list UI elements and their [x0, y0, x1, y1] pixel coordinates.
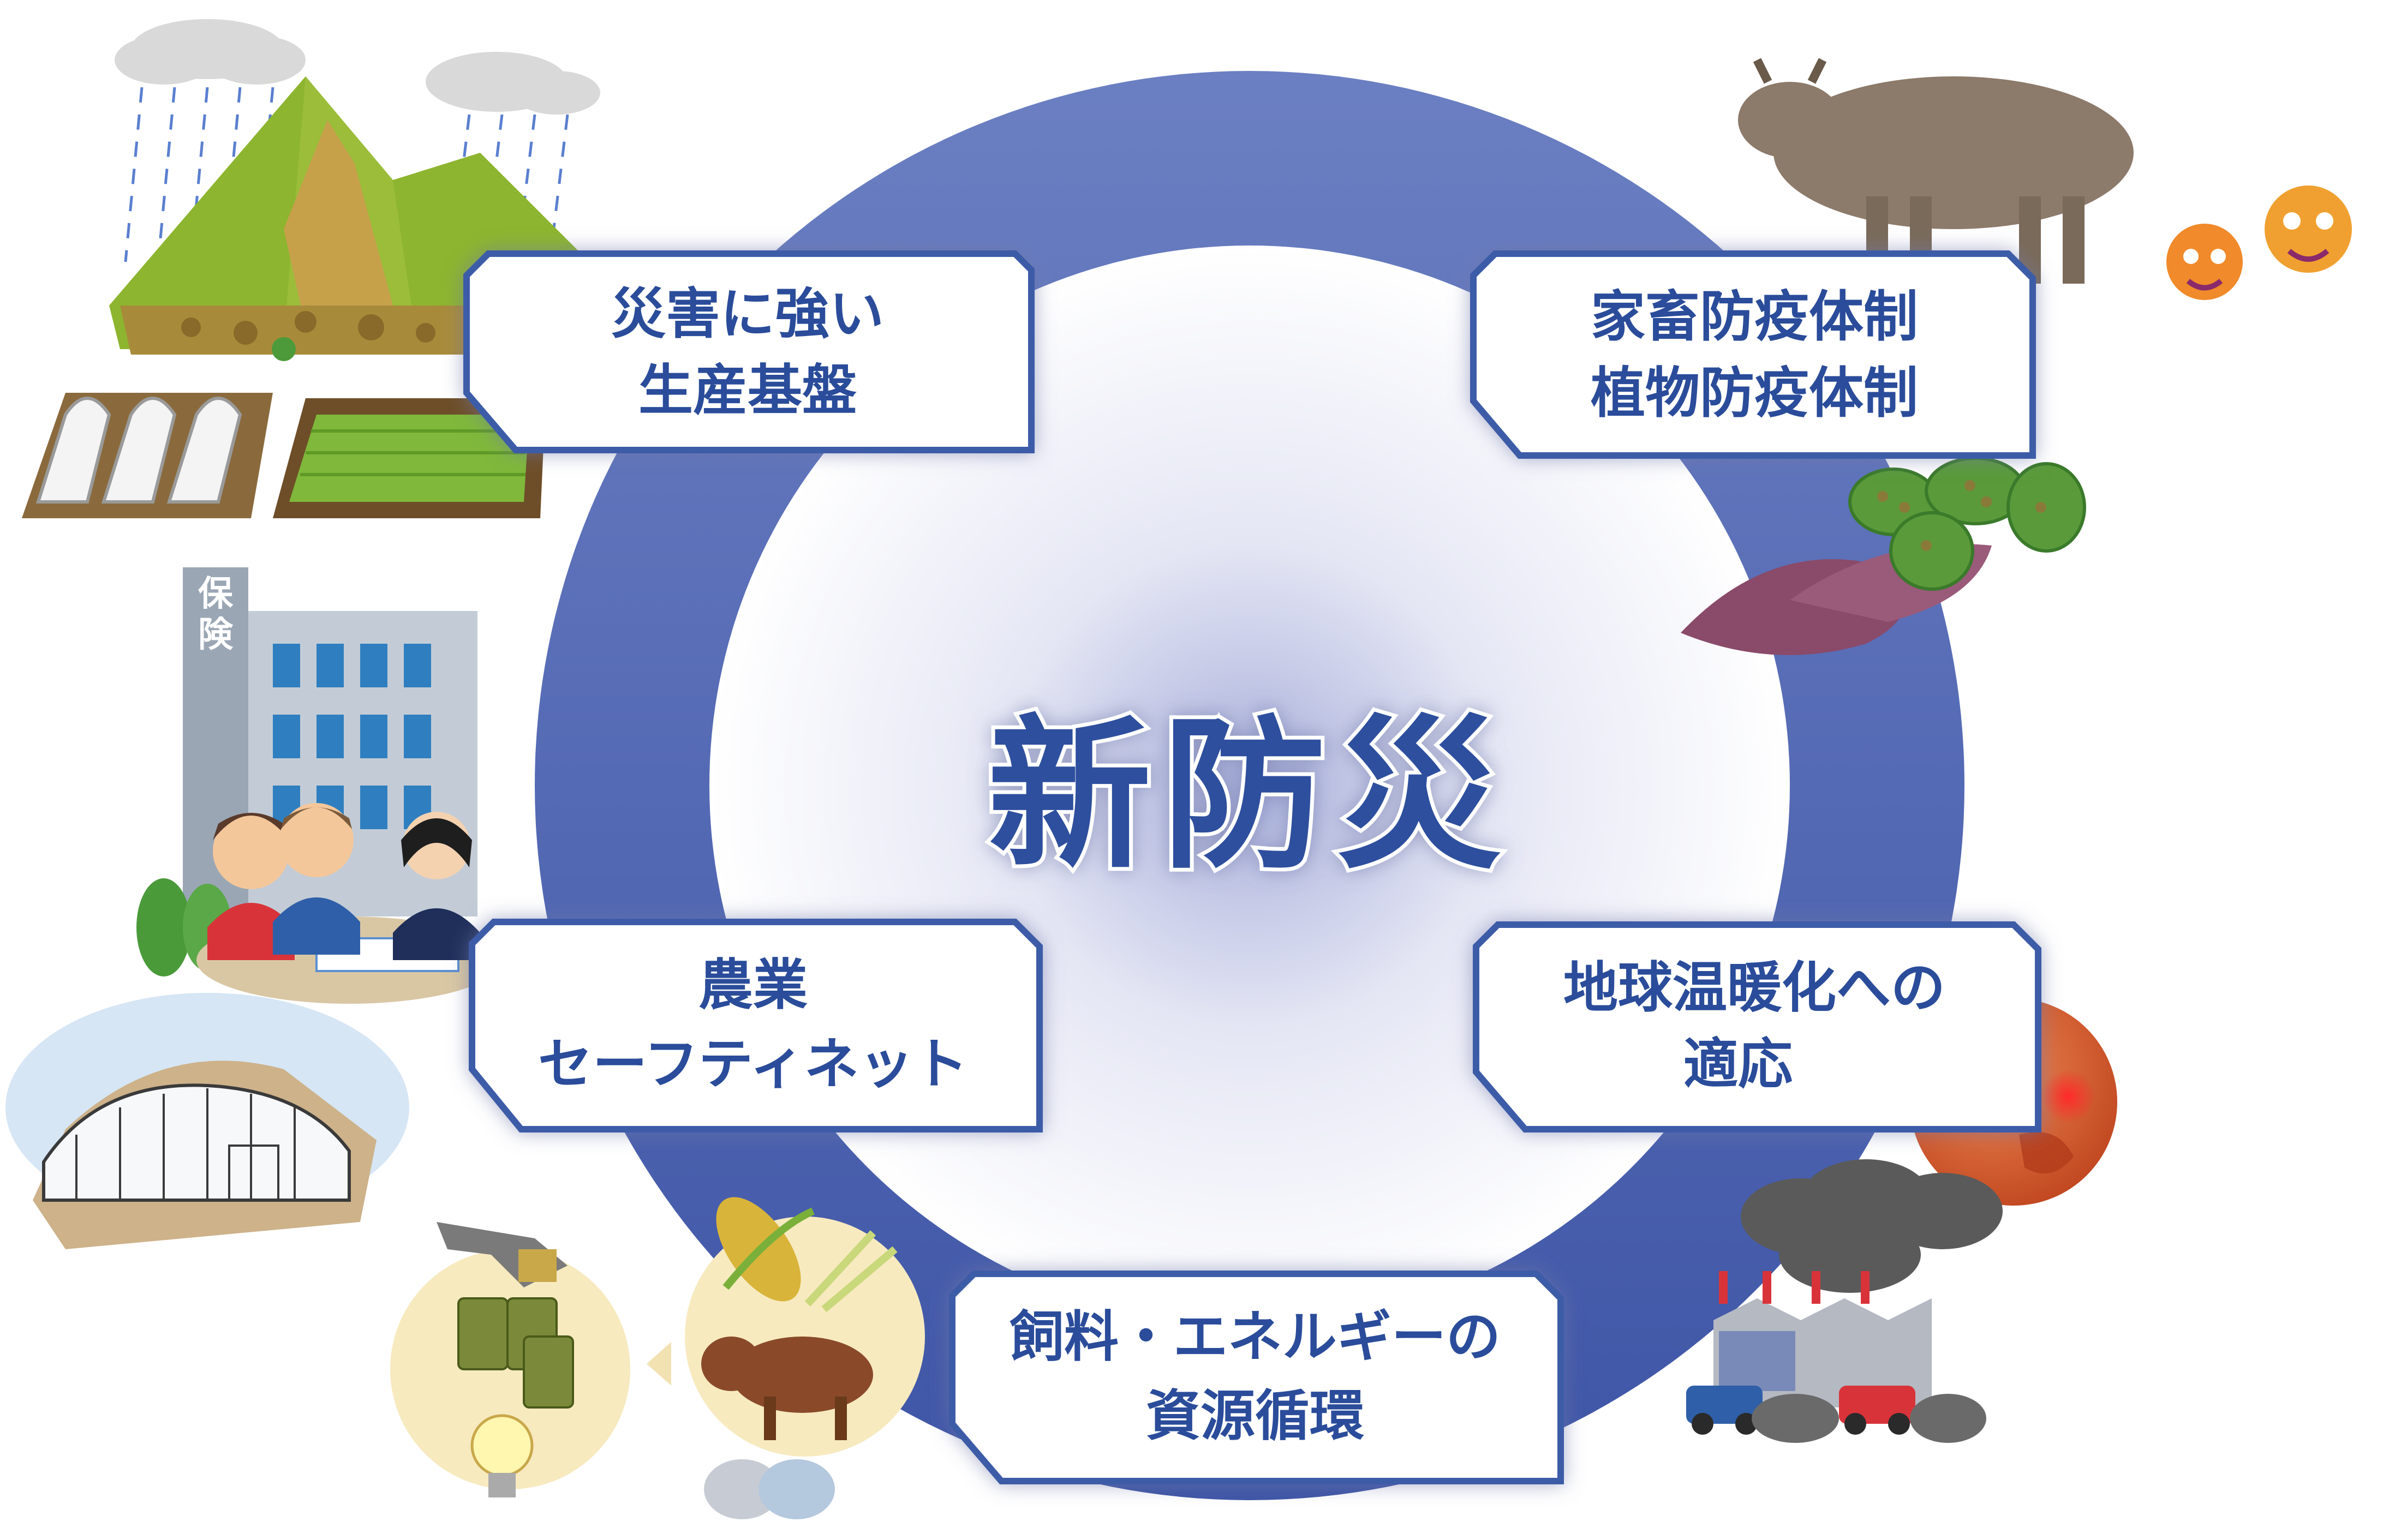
label-safety-net-line2: セーフティネット [538, 1032, 968, 1096]
virus-icon [2166, 185, 2352, 300]
greenhouse-row-illustration [22, 393, 273, 518]
label-box-resource-cycle: 飼料・エネルギーの 資源循環 [949, 1271, 1564, 1484]
label-box-quarantine: 家畜防疫体制 植物防疫体制 [1470, 250, 2036, 459]
label-safety-net-line1: 農業 [698, 953, 808, 1017]
label-resource-cycle-line2: 資源循環 [1146, 1384, 1364, 1448]
livestock-cow-illustration [1738, 58, 2134, 284]
cow-icon [701, 1337, 873, 1440]
label-box-safety-net: 農業 セーフティネット [469, 919, 1043, 1132]
insurance-sign-char-2: 険 [198, 615, 234, 655]
sweet-potato-illustration [1681, 457, 2086, 655]
factory-emissions-illustration [1686, 1159, 2003, 1443]
sugarcane-icon [804, 1230, 898, 1313]
insurance-agent-person-icon [393, 812, 480, 960]
car-icon [1839, 1386, 1915, 1435]
farmer-person-icon [273, 803, 360, 955]
garbage-bag-icon [704, 1459, 835, 1519]
insurance-office-illustration: 保 険 [136, 567, 502, 1004]
label-production-base-line1: 災害に強い [611, 282, 884, 346]
biomass-circle-illustration [647, 1197, 925, 1519]
label-resource-cycle-line1: 飼料・エネルギーの [1010, 1305, 1501, 1369]
label-warming-line2: 適応 [1683, 1032, 1793, 1096]
light-bulb-icon [470, 1414, 534, 1497]
energy-circle-illustration [390, 1222, 630, 1497]
corn-icon [716, 1197, 815, 1302]
label-quarantine-line1: 家畜防疫体制 [1591, 285, 1918, 349]
label-quarantine-line2: 植物防疫体制 [1591, 361, 1918, 425]
center-title: 新防災 [988, 700, 1512, 891]
label-production-base-line2: 生産基盤 [638, 358, 857, 422]
label-warming-line1: 地球温暖化への [1563, 956, 1945, 1020]
car-icon [1686, 1386, 1763, 1435]
greenhouse-illustration [5, 993, 409, 1249]
oil-barrel-icon [457, 1297, 574, 1409]
insurance-sign-char-1: 保 [198, 574, 234, 614]
fuel-nozzle-icon [437, 1222, 568, 1287]
rain-cloud-icon [115, 19, 600, 115]
label-box-warming: 地球温暖化への 適応 [1473, 921, 2041, 1132]
crop-field-illustration [273, 398, 546, 518]
label-box-production-base: 災害に強い 生産基盤 [463, 250, 1035, 453]
